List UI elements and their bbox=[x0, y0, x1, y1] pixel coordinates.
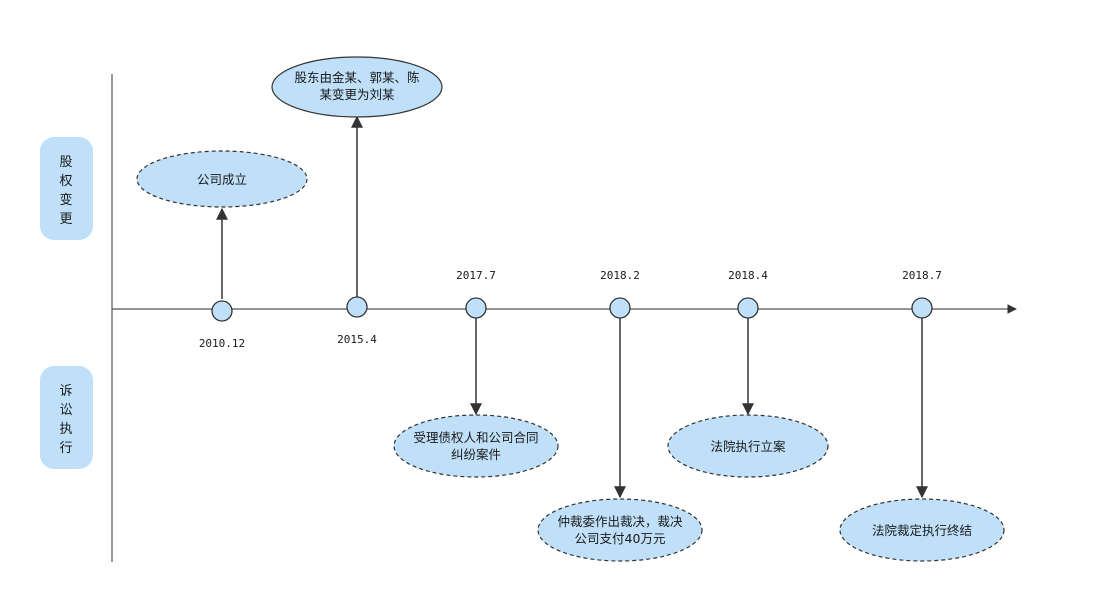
lane-char: 执 bbox=[59, 422, 72, 437]
timeline-node bbox=[737, 297, 759, 319]
lane-char: 讼 bbox=[59, 403, 72, 418]
timeline-node bbox=[346, 296, 368, 318]
timeline-node bbox=[911, 297, 933, 319]
event-company-founded: 公司成立 bbox=[136, 150, 308, 208]
date-label: 2017.7 bbox=[456, 269, 496, 282]
event-shareholder-change: 股东由金某、郭某、陈 某变更为刘某 bbox=[271, 56, 443, 118]
lane-label-equity: 股 权 变 更 bbox=[40, 137, 93, 240]
lane-char: 行 bbox=[59, 441, 72, 456]
event-text: 股东由金某、郭某、陈 bbox=[294, 70, 420, 85]
date-label: 2010.12 bbox=[199, 337, 245, 350]
event-text: 纠纷案件 bbox=[451, 447, 501, 462]
date-label: 2018.7 bbox=[902, 269, 942, 282]
event-text: 法院裁定执行终结 bbox=[872, 523, 972, 538]
event-text: 受理债权人和公司合同 bbox=[413, 430, 538, 445]
date-label: 2015.4 bbox=[337, 333, 377, 346]
lane-label-litigation: 诉 讼 执 行 bbox=[40, 366, 93, 469]
event-text: 仲裁委作出裁决，裁决 bbox=[557, 514, 683, 529]
lane-char: 变 bbox=[59, 192, 72, 208]
lane-char: 股 bbox=[59, 155, 72, 170]
event-enforcement-filed: 法院执行立案 bbox=[667, 414, 829, 478]
lane-char: 诉 bbox=[59, 384, 72, 399]
timeline-node bbox=[609, 297, 631, 319]
lane-char: 权 bbox=[59, 173, 72, 189]
event-text: 公司成立 bbox=[197, 172, 247, 187]
event-text: 法院执行立案 bbox=[710, 439, 786, 454]
event-text: 某变更为刘某 bbox=[319, 87, 395, 102]
event-enforcement-terminated: 法院裁定执行终结 bbox=[839, 498, 1005, 562]
event-arbitration-award: 仲裁委作出裁决，裁决 公司支付40万元 bbox=[537, 498, 703, 562]
lane-char: 更 bbox=[59, 212, 72, 227]
event-text: 公司支付40万元 bbox=[575, 531, 666, 546]
timeline-node bbox=[465, 297, 487, 319]
event-case-accepted: 受理债权人和公司合同 纠纷案件 bbox=[393, 414, 559, 478]
date-label: 2018.2 bbox=[600, 269, 640, 282]
date-label: 2018.4 bbox=[728, 269, 768, 282]
timeline-node bbox=[211, 300, 233, 322]
